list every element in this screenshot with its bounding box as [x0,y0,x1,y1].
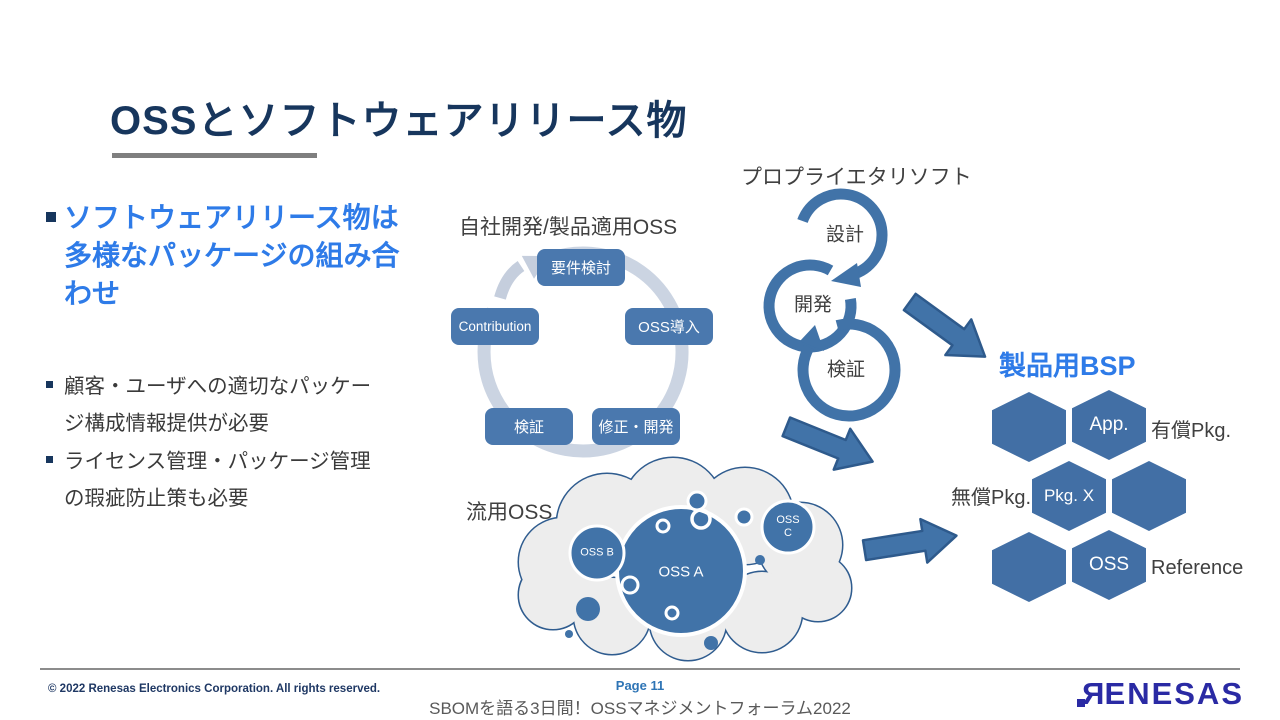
free-pkg-label: 無償Pkg. [951,487,1032,509]
hexagon-oss-label: OSS [1088,554,1130,575]
page-number: Page 11 [615,678,665,693]
prop-step-verify: 検証 [826,359,866,381]
renesas-logo: RENESAS [1077,676,1244,712]
bullet-text: 顧客・ユーザへの適切なパッケージ構成情報提供が必要 [64,375,372,435]
page-title: OSSとソフトウェアリリース物 [110,99,688,143]
cycle-step-contribution: Contribution [451,308,539,345]
reference-label: Reference [1151,557,1244,579]
develop-loop-icon [763,259,857,353]
flow-arrow-proprietary-to-bsp-icon [902,292,987,358]
flow-arrow-cloud-to-bsp-icon [861,517,958,564]
prop-step-develop: 開発 [793,294,833,316]
logo-reversed-r: R [1080,676,1105,711]
cycle-diagram-title: 自社開発/製品適用OSS [459,216,678,239]
verify-loop-icon [797,318,901,422]
list-item-lead: ソフトウェアリリース物は多様なパッケージの組み合わせ [46,199,406,313]
list-item: 顧客・ユーザへの適切なパッケージ構成情報提供が必要 [46,368,382,442]
oss-b-label: OSS B [580,546,614,559]
lead-bullet-text: ソフトウェアリリース物は多様なパッケージの組み合わせ [64,202,400,309]
bullet-text: ライセンス管理・パッケージ管理の瑕疵防止策も必要 [64,450,371,510]
reuse-title: 流用OSS [466,501,553,524]
proprietary-title: プロプライエタリソフト [741,166,972,189]
bullet-square-icon [46,456,53,463]
paid-pkg-label: 有償Pkg. [1151,420,1232,442]
footer-divider [40,668,1240,670]
cycle-step-oss-adoption: OSS導入 [625,308,713,345]
logo-square-icon [1077,699,1086,707]
oss-b-bubble [568,524,626,582]
cycle-step-verification: 検証 [485,408,573,445]
oss-c-bubble [760,499,816,555]
logo-text: ENESAS [1104,676,1244,711]
cycle-step-requirements: 要件検討 [537,249,625,286]
list-item: ライセンス管理・パッケージ管理の瑕疵防止策も必要 [46,443,382,517]
prop-step-design: 設計 [825,224,865,246]
oss-a-label: OSS A [658,563,704,581]
copyright-text: © 2022 Renesas Electronics Corporation. … [48,683,381,695]
hexagon-app-label: App. [1089,414,1129,435]
bullet-square-icon [46,212,56,222]
decorative-dots-icon [565,490,765,650]
bsp-title: 製品用BSP [999,351,1136,381]
oss-c-label: OSS C [776,514,800,539]
hexagon-pkg-x-label: Pkg. X [1043,486,1095,505]
bullet-square-icon [46,381,53,388]
design-loop-icon [797,188,888,287]
title-underline [112,153,317,158]
cycle-step-modify-develop: 修正・開発 [592,408,680,445]
footer-subtitle: SBOMを語る3日間！OSSマネジメントフォーラム2022 [429,699,851,718]
flow-arrow-cycle-to-bsp-icon [781,416,874,471]
oss-bubbles-icon [565,490,816,650]
